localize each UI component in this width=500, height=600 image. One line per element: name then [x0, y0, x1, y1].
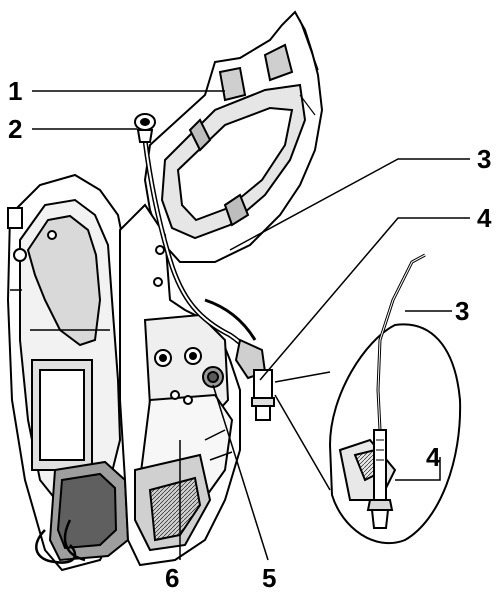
detail-inset	[328, 253, 462, 545]
cable-clip	[134, 113, 156, 143]
latch-bracket	[119, 203, 241, 567]
lock-housing	[6, 173, 142, 572]
callout-4-main: 4	[477, 203, 492, 233]
callout-2: 2	[8, 114, 23, 144]
callout-5: 5	[262, 563, 277, 593]
callout-3-detail: 3	[455, 296, 470, 326]
callout-4-detail: 4	[426, 442, 441, 472]
electrical-connector	[35, 460, 130, 564]
callout-1: 1	[8, 76, 23, 106]
interior-handle-housing	[143, 10, 324, 263]
leader-lines	[32, 90, 470, 561]
rod-end-assembly	[202, 338, 275, 421]
callout-6: 6	[165, 563, 180, 593]
callout-3-main: 3	[477, 144, 492, 174]
